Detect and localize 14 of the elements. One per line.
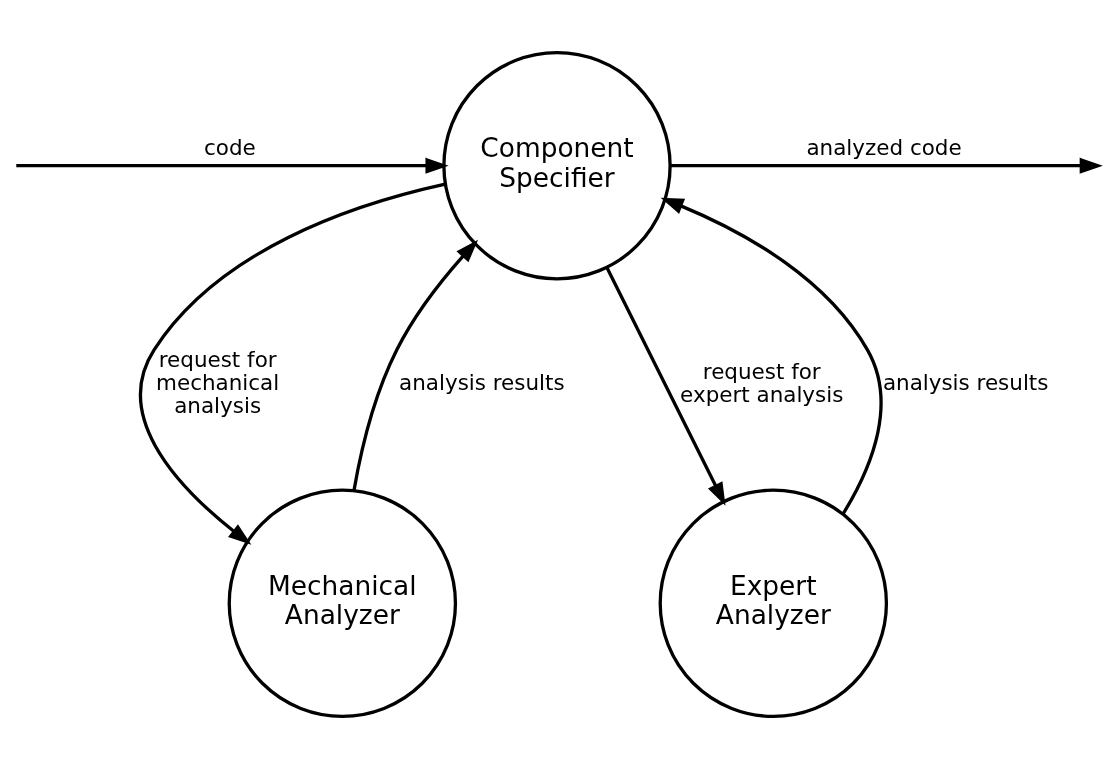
arrow (352, 239, 479, 491)
arrow (16, 157, 449, 174)
edge-label: request for expert analysis (680, 358, 844, 407)
node-circle: Component Specifier (442, 50, 672, 281)
edge-label: code (204, 134, 256, 160)
edge-label: request for mechanical analysis (156, 347, 280, 419)
node-circle: Expert Analyzer (658, 488, 889, 719)
edge-label: analysis results (882, 370, 1049, 396)
arrow (139, 182, 446, 545)
arrow (660, 197, 883, 515)
arrow (670, 157, 1103, 174)
edge-label: analysis results (399, 370, 565, 396)
edge-label: analyzed code (806, 134, 962, 160)
arrow (605, 266, 726, 506)
